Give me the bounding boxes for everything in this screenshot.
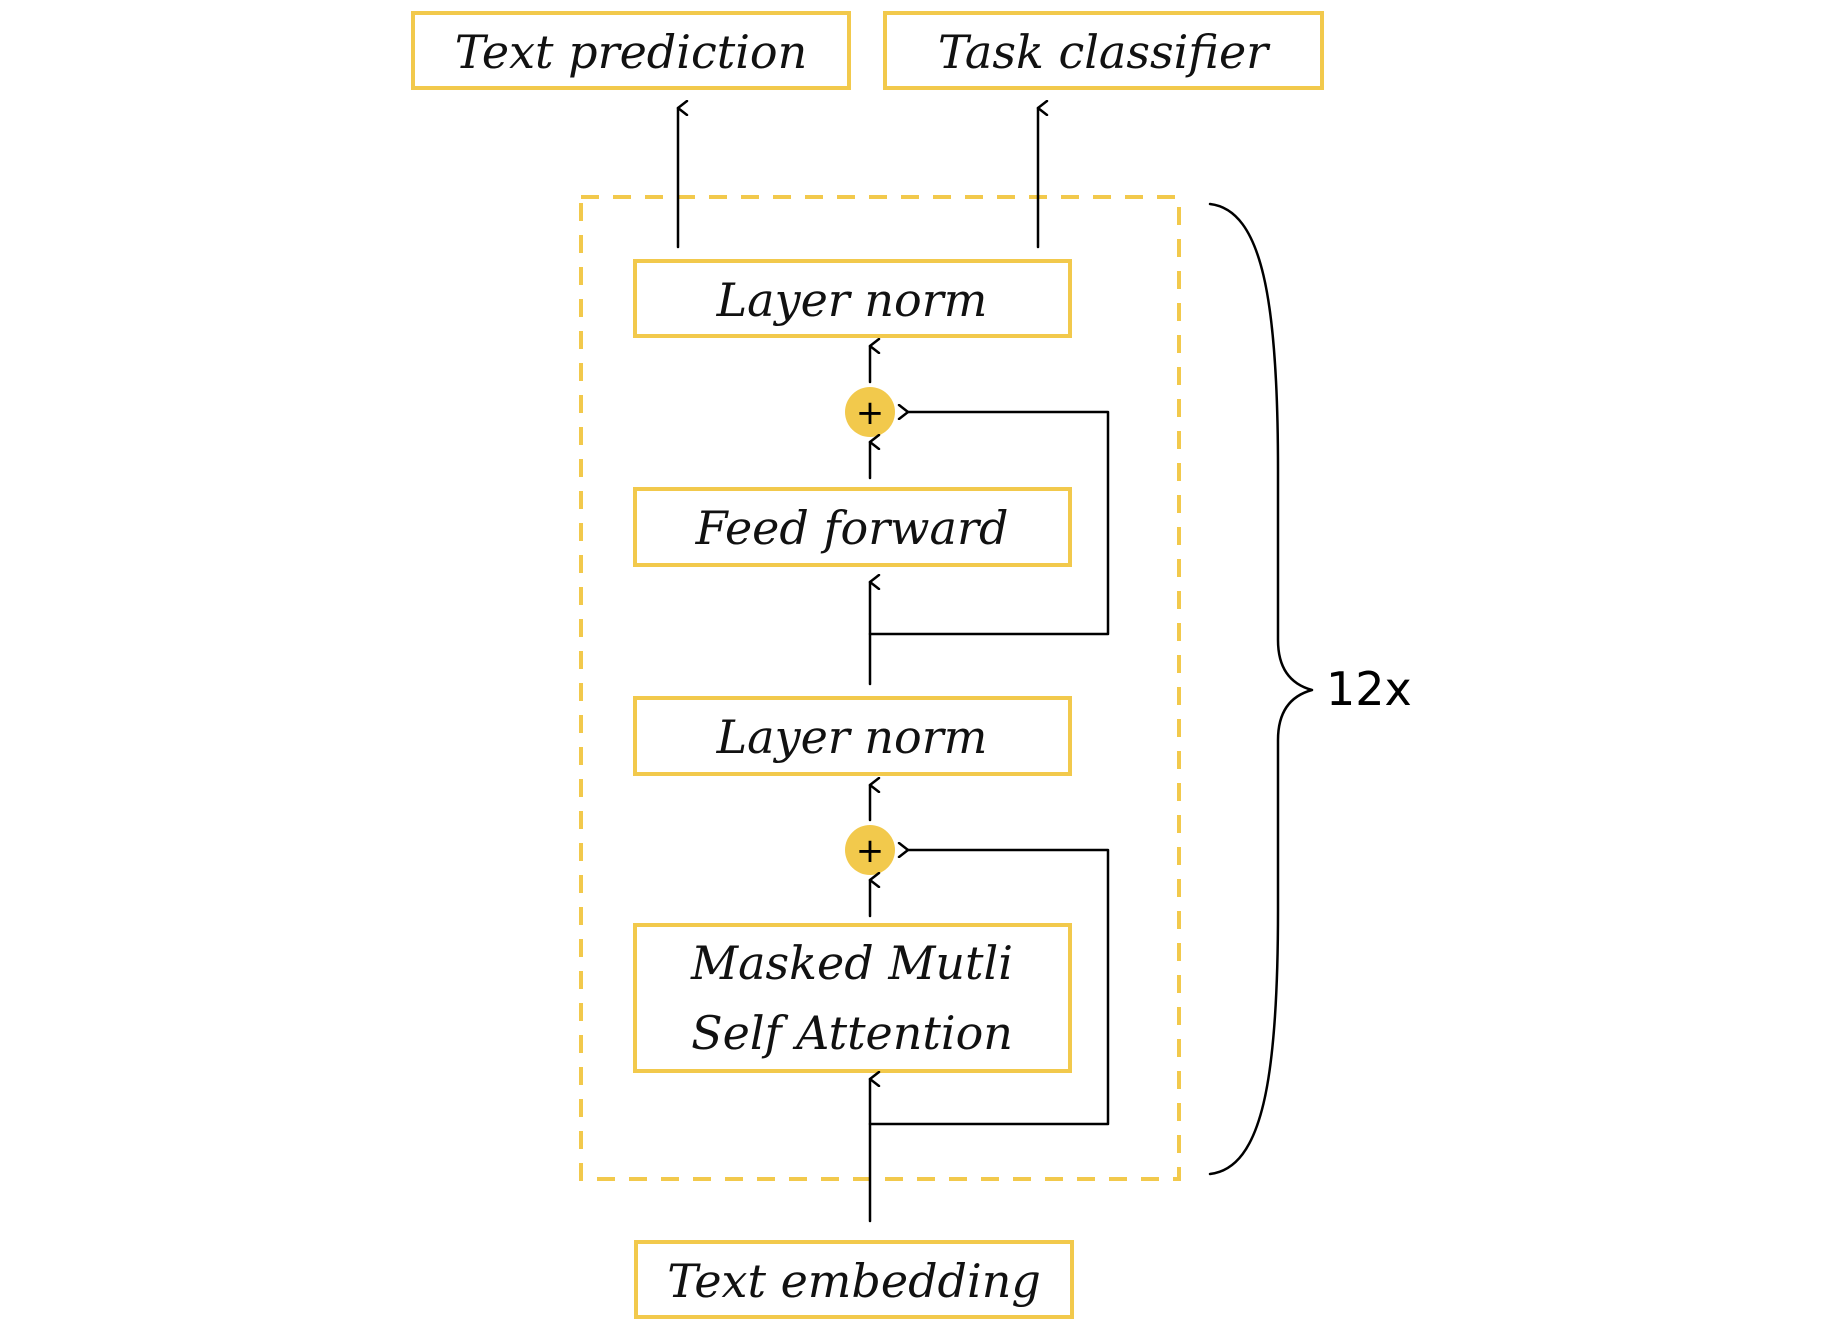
feed-forward-node: Feed forward [633, 487, 1072, 567]
text-prediction-label: Text prediction [455, 25, 807, 79]
layer-norm-bottom-label: Layer norm [716, 710, 988, 764]
layer-norm-bottom-node: Layer norm [633, 696, 1072, 776]
text-embedding-label: Text embedding [667, 1254, 1041, 1308]
plus-icon: + [856, 831, 885, 871]
attention-label-line2: Self Attention [691, 1006, 1013, 1060]
text-embedding-node: Text embedding [634, 1240, 1074, 1319]
masked-self-attention-node: Masked Mutli Self Attention [633, 923, 1072, 1073]
residual-connection-lower [868, 850, 1110, 1126]
attention-label-line1: Masked Mutli [690, 936, 1013, 990]
residual-connection-upper [868, 412, 1110, 636]
add-node-top: + [845, 387, 895, 437]
decoder-block-frame [579, 195, 1181, 1181]
layer-norm-top-label: Layer norm [716, 273, 988, 327]
task-classifier-node: Task classifier [883, 11, 1324, 90]
repeat-brace [1208, 202, 1314, 1176]
feed-forward-label: Feed forward [695, 501, 1009, 555]
plus-icon: + [856, 393, 885, 433]
repeat-count-label: 12x [1326, 662, 1412, 716]
task-classifier-label: Task classifier [938, 25, 1271, 79]
layer-norm-top-node: Layer norm [633, 259, 1072, 338]
text-prediction-node: Text prediction [411, 11, 851, 90]
add-node-bottom: + [845, 825, 895, 875]
